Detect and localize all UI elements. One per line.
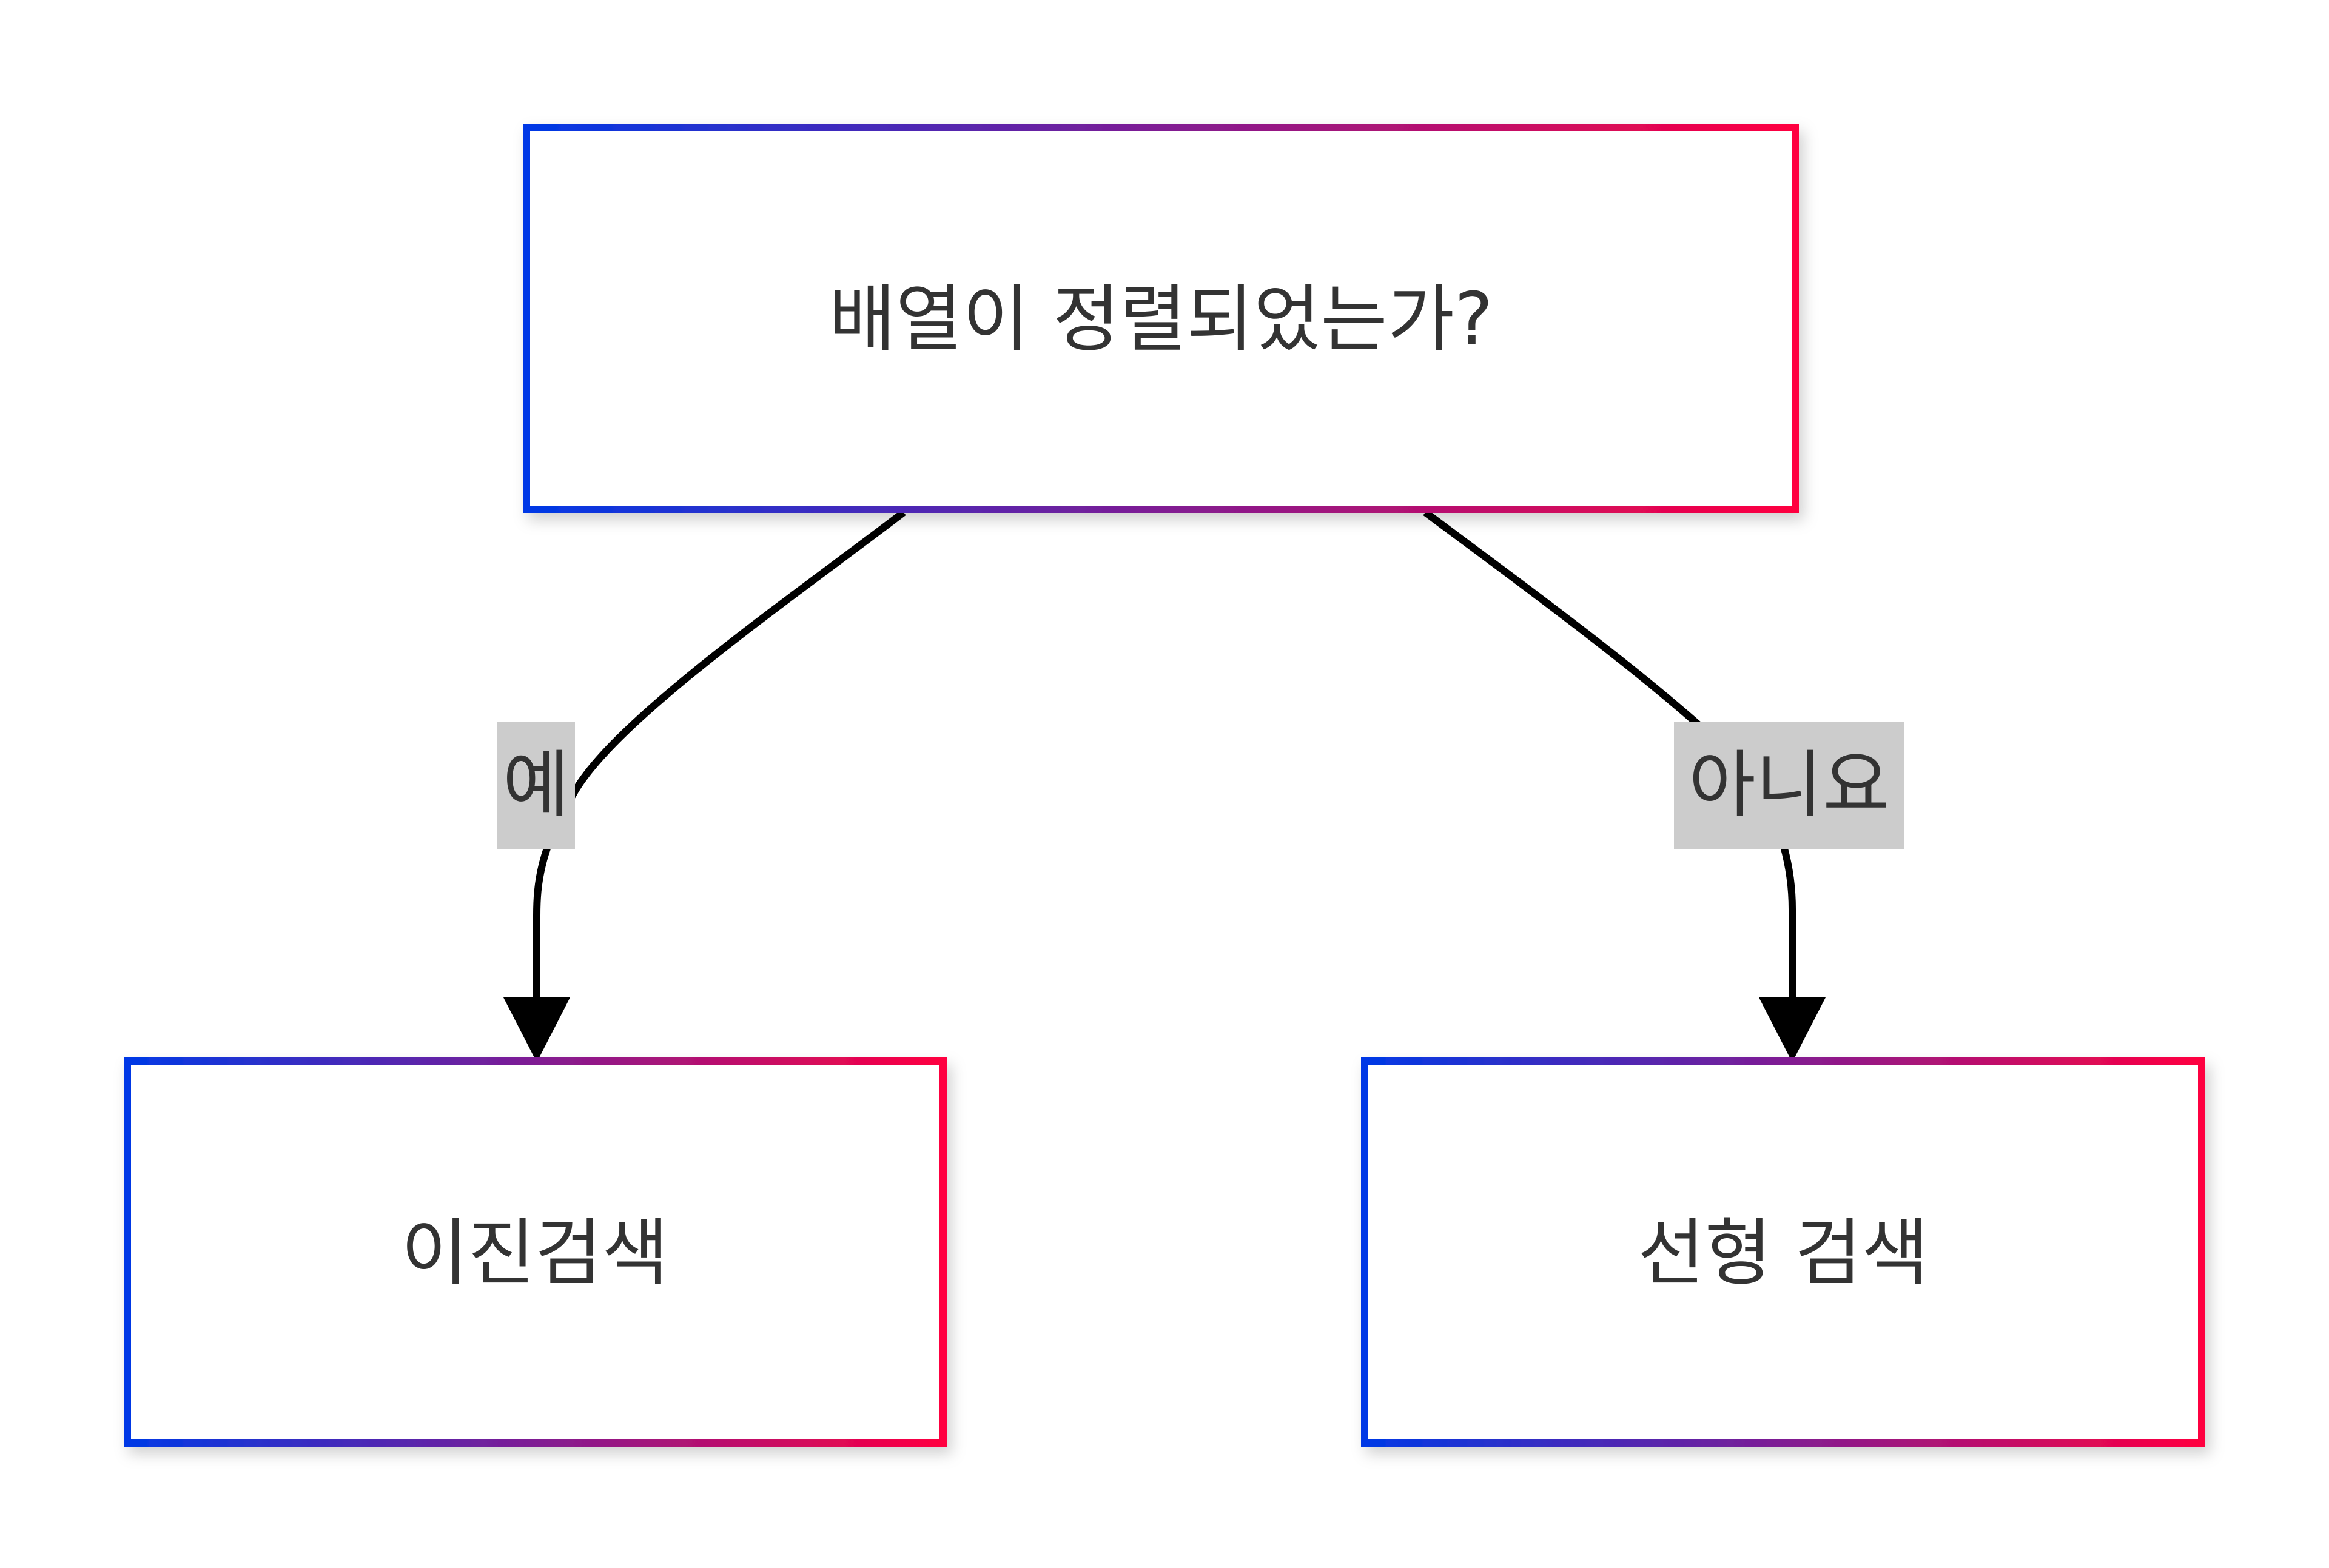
- node-binary-search-label: 이진검색: [401, 1211, 669, 1296]
- node-binary-search-box[interactable]: [124, 1057, 947, 1447]
- edge-yes-line: [533, 509, 906, 1000]
- node-linear-search-label: 선형 검색: [1638, 1211, 1929, 1296]
- edge-label-yes: 예: [497, 722, 575, 849]
- edge-no-arrowhead: [1759, 997, 1826, 1062]
- edge-label-no: 아니요: [1674, 722, 1904, 849]
- edge-label-yes-background: [497, 722, 575, 849]
- node-question-box[interactable]: [523, 124, 1799, 513]
- edge-label-no-text: 아니요: [1689, 743, 1889, 828]
- edge-yes: [503, 509, 906, 1062]
- node-binary-search[interactable]: 이진검색: [124, 1057, 947, 1447]
- edge-label-no-background: [1674, 722, 1904, 849]
- node-linear-search-box[interactable]: [1361, 1057, 2205, 1447]
- node-question-label: 배열이 정렬되었는가?: [828, 278, 1493, 362]
- edge-yes-arrowhead: [503, 997, 570, 1062]
- node-question[interactable]: 배열이 정렬되었는가?: [523, 124, 1799, 513]
- edge-label-yes-text: 예: [503, 743, 570, 828]
- node-linear-search[interactable]: 선형 검색: [1361, 1057, 2205, 1447]
